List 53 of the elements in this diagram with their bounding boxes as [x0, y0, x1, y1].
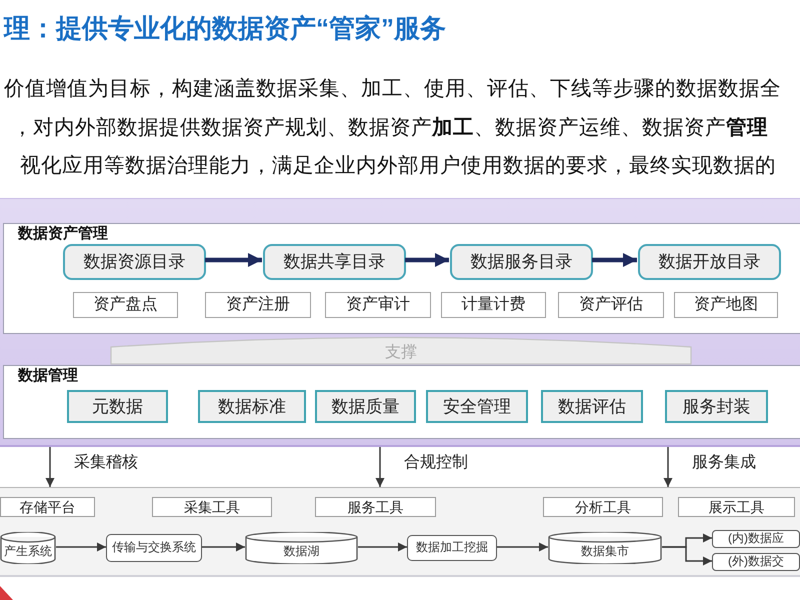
arrow	[662, 546, 712, 566]
catalog-box: 数据共享目录	[263, 244, 406, 280]
module-box: 数据评估	[541, 390, 643, 423]
arrow	[592, 253, 637, 267]
process-box: 传输与交换系统	[106, 534, 202, 562]
panel-title: 数据管理	[18, 367, 78, 385]
arrow	[56, 542, 106, 552]
paragraph-line: 视化应用等数据治理能力，满足企业内外部用户使用数据的要求，最终实现数据的	[20, 153, 776, 179]
arrow	[46, 447, 54, 487]
paragraph-line: 价值增值为目标，构建涵盖数据采集、加工、使用、评估、下线等步骤的数据数据全	[4, 76, 781, 102]
arrow	[405, 253, 449, 267]
function-box: 资产注册	[205, 292, 311, 318]
output-box: (外)数据交	[712, 553, 800, 571]
platform-band	[0, 487, 800, 577]
catalog-box: 数据资源目录	[63, 244, 206, 280]
function-box: 资产地图	[674, 292, 778, 318]
edge-label: 合规控制	[404, 453, 468, 473]
module-box: 安全管理	[426, 390, 528, 423]
catalog-box: 数据开放目录	[638, 244, 781, 280]
function-box: 计量计费	[441, 292, 546, 318]
function-box: 资产盘点	[73, 292, 178, 318]
arrow	[497, 542, 548, 552]
database-cylinder: 数据集市	[548, 532, 662, 564]
output-box: (内)数据应	[712, 530, 800, 548]
database-cylinder: 数据湖	[245, 532, 358, 564]
module-box: 数据质量	[315, 390, 416, 423]
function-box: 资产审计	[325, 292, 431, 318]
panel	[3, 365, 800, 439]
arrow	[202, 542, 245, 552]
edge-label: 采集稽核	[74, 453, 138, 473]
catalog-box: 数据服务目录	[450, 244, 593, 280]
database-cylinder: 产生系统	[0, 532, 56, 564]
arrow	[358, 542, 407, 552]
module-box: 服务封装	[665, 390, 768, 423]
tool-box: 存储平台	[0, 497, 95, 517]
arrow	[664, 447, 672, 487]
tool-box: 服务工具	[315, 497, 436, 517]
panel-title: 数据资产管理	[18, 225, 108, 243]
module-box: 元数据	[67, 390, 168, 423]
tool-box: 分析工具	[543, 497, 663, 517]
layer-background	[0, 198, 800, 447]
function-box: 资产评估	[558, 292, 664, 318]
tool-box: 采集工具	[152, 497, 272, 517]
edge-label: 服务集成	[692, 453, 756, 473]
panel	[3, 223, 800, 334]
process-box: 数据加工挖掘	[407, 535, 497, 561]
arrow	[205, 253, 262, 267]
module-box: 数据标准	[198, 390, 306, 423]
paragraph-line: ，对内外部数据提供数据资产规划、数据资产加工、数据资产运维、数据资产管理	[12, 115, 768, 141]
tool-box: 展示工具	[678, 497, 795, 517]
arrow	[376, 447, 384, 487]
title: 理：提供专业化的数据资产“管家”服务	[3, 12, 446, 44]
support-band: 支撑	[110, 336, 692, 365]
